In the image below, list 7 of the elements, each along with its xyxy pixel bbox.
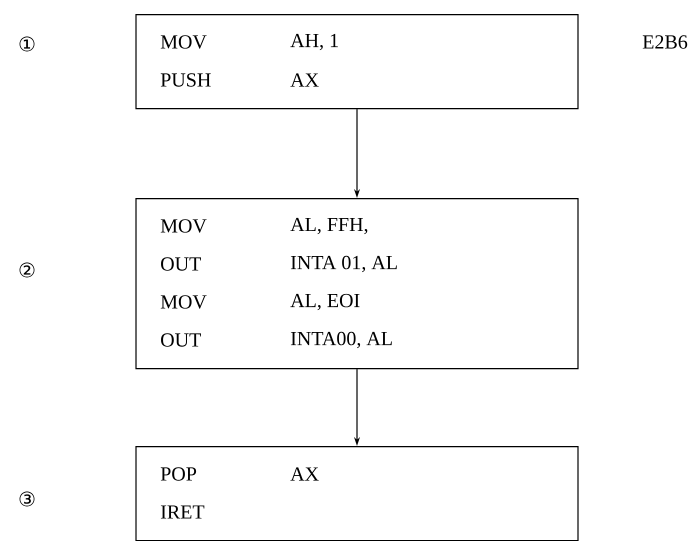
circled-number: ② — [20, 262, 34, 278]
code-address: E2B6 — [642, 35, 688, 49]
code-box: MOV AL, FFH, OUT INTA 01, AL MOV AL, EOI OUT INTA00, AL — [135, 198, 579, 370]
circled-number: ③ — [20, 492, 34, 506]
code-box: POP AX IRET — [135, 446, 579, 541]
code-box: MOV AH, 1 PUSH AX — [135, 14, 579, 110]
circled-number: ① — [20, 36, 34, 52]
